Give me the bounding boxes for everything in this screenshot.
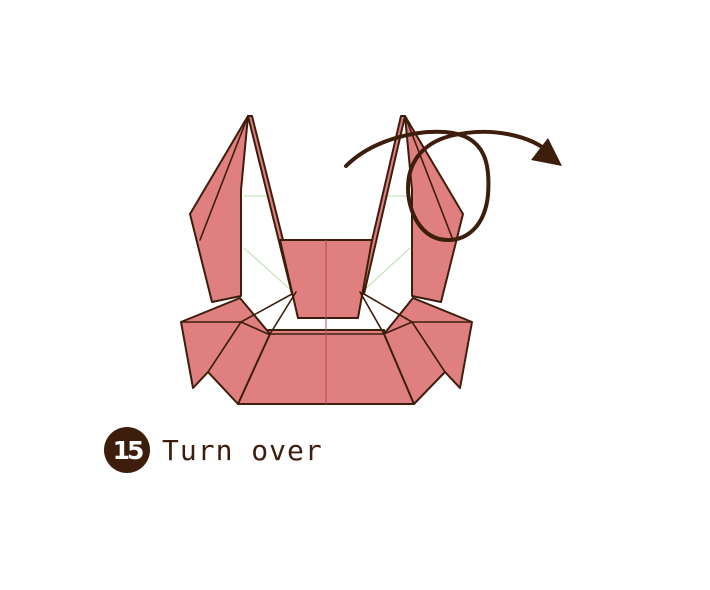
fold-line	[240, 321, 269, 335]
step-caption: 15 Turn over	[104, 426, 323, 474]
turn-over-arrow-icon	[344, 129, 562, 243]
fold-line	[359, 291, 385, 335]
guide-line	[361, 247, 411, 293]
fold-line	[383, 321, 413, 335]
left-claw-outer	[189, 115, 249, 303]
fold-line	[269, 291, 297, 335]
fold-line	[240, 293, 293, 323]
step-instruction: Turn over	[162, 433, 323, 467]
step-number-badge: 15	[104, 427, 150, 473]
fold-line	[199, 115, 249, 241]
left-inner-white	[241, 116, 298, 322]
right-inner-white	[357, 116, 412, 322]
fold-line	[207, 321, 242, 373]
fold-line	[411, 321, 446, 373]
fold-line	[404, 115, 454, 241]
white-inner-regions	[241, 116, 412, 334]
guide-line	[243, 247, 294, 293]
fold-line	[363, 293, 413, 323]
